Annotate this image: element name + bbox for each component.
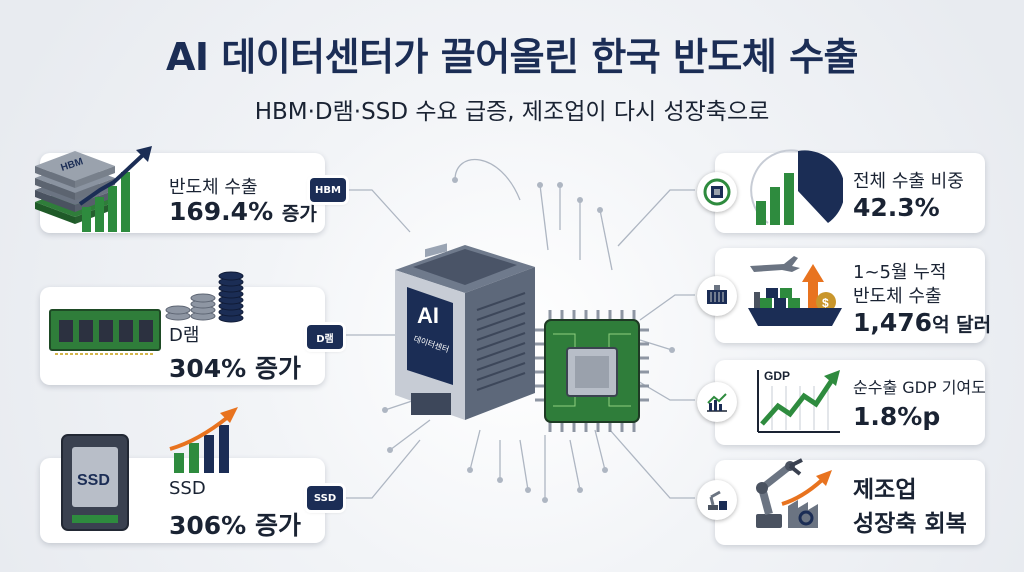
gdp-chart-icon: GDP — [757, 369, 840, 433]
ssd-device-chart-icon: SSD — [61, 407, 238, 531]
export-share-label: 전체 수출 비중 — [853, 171, 964, 192]
dram-tag: D램 — [307, 325, 343, 349]
cumulative-export-label: 반도체 수출 — [853, 286, 942, 307]
export-share-value: 42.3% — [853, 193, 940, 222]
semiconductor-export-value: 169.4% 증가 — [169, 197, 317, 226]
hbm-stack-chart-icon: HBM — [35, 146, 152, 232]
dram-label: D램 — [169, 325, 200, 346]
chip-circle-icon — [697, 172, 737, 212]
dram-module-coins-icon — [49, 271, 244, 355]
container-circle-icon — [697, 276, 737, 316]
manufacturing-card: 제조업 성장축 회복 — [715, 460, 985, 545]
robot-circle-icon — [697, 480, 737, 520]
dram-card: D램 304% 증가 — [40, 287, 325, 385]
manufacturing-recovery-label: 성장축 회복 — [853, 511, 967, 537]
ssd-label: SSD — [169, 478, 206, 499]
cumulative-export-value: 1,476억 달러 — [853, 308, 992, 337]
manufacturing-label: 제조업 — [853, 477, 917, 503]
page-subtitle: HBM·D램·SSD 수요 급증, 제조업이 다시 성장축으로 — [254, 99, 770, 125]
building-ai-label: AI — [417, 303, 439, 328]
export-share-pie-icon — [750, 149, 843, 225]
ssd-tag: SSD — [307, 486, 343, 510]
gdp-contribution-card: 순수출 GDP 기여도 1.8%p — [715, 360, 986, 445]
ssd-device-label: SSD — [77, 472, 110, 489]
growth-circle-icon — [697, 382, 737, 422]
svg-text:$: $ — [822, 296, 829, 310]
cargo-ship-plane-icon: $ — [748, 256, 842, 326]
gdp-contribution-value: 1.8%p — [853, 402, 941, 431]
cumulative-period-label: 1~5월 누적 — [853, 262, 947, 283]
page-title: AI 데이터센터가 끌어올린 한국 반도체 수출 — [165, 35, 859, 79]
semiconductor-export-label: 반도체 수출 — [169, 177, 258, 198]
gdp-contribution-label: 순수출 GDP 기여도 — [853, 378, 986, 397]
ssd-value: 306% 증가 — [169, 511, 301, 540]
hbm-tag: HBM — [310, 178, 346, 202]
dram-value: 304% 증가 — [169, 354, 301, 383]
datacenter-illustration: AI 데이터센터 — [395, 243, 649, 432]
gdp-chart-label: GDP — [764, 369, 790, 383]
robot-arm-factory-icon — [756, 458, 832, 528]
